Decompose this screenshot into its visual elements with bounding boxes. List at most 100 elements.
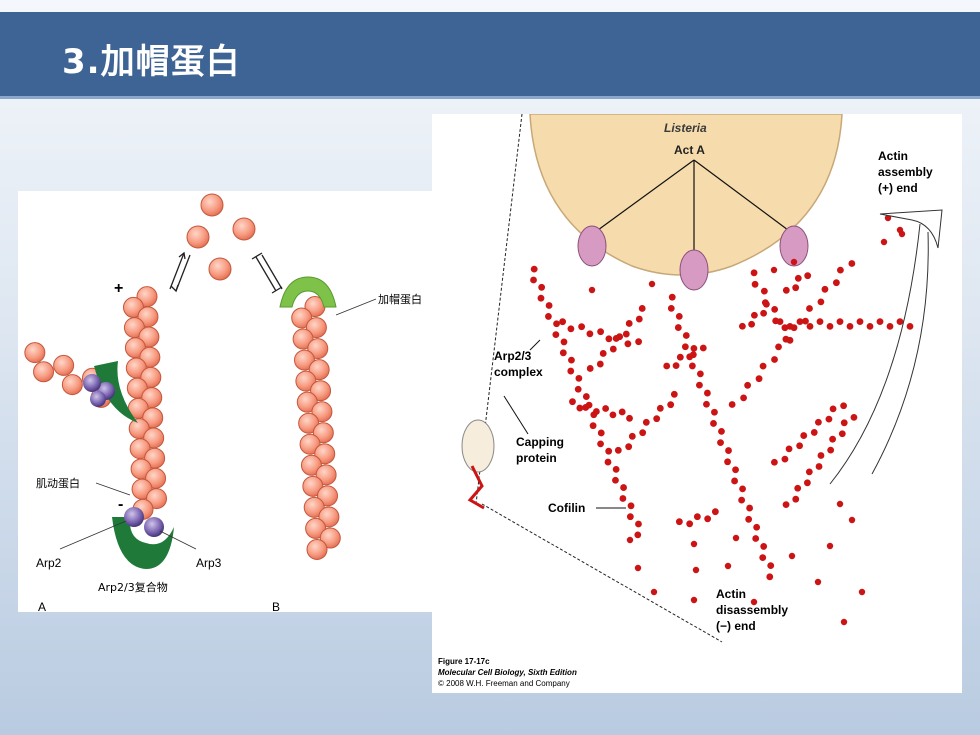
arp-complex-end — [112, 517, 174, 569]
actin-subunit — [605, 335, 613, 343]
actin-subunit — [775, 343, 782, 351]
assembly-arrow — [879, 209, 943, 249]
actin-subunit — [850, 413, 858, 421]
actin-subunit — [732, 534, 740, 542]
actin-subunit — [668, 293, 676, 301]
actin-subunit — [858, 588, 866, 596]
actin-subunit — [896, 318, 904, 326]
panel-a-label: A — [38, 600, 46, 612]
actin-subunit — [681, 343, 689, 351]
actin-subunit — [696, 370, 704, 378]
actin-subunit — [676, 353, 684, 361]
listeria-label: Listeria — [664, 121, 707, 135]
arp-subunit — [83, 374, 101, 392]
actin-subunit — [589, 422, 597, 430]
actin-subunit — [750, 598, 758, 606]
actin-subunit — [553, 320, 560, 328]
actin-subunit — [609, 411, 617, 419]
actin-subunit — [806, 322, 814, 330]
actin-subunit — [559, 349, 567, 357]
arp2-label: Arp2 — [36, 556, 62, 570]
actin-subunit — [586, 330, 594, 338]
actin-subunit — [295, 370, 317, 392]
actin-subunit — [800, 432, 808, 439]
actin-subunit — [605, 447, 613, 455]
actin-subunit — [827, 446, 835, 454]
actin-subunit — [305, 517, 327, 539]
zoom-line — [481, 503, 723, 643]
assembly-label-1: Actin — [878, 149, 908, 163]
actin-subunit — [796, 318, 804, 326]
actin-subunit — [618, 408, 626, 416]
actin-subunit — [816, 318, 824, 326]
actin-subunit — [699, 344, 707, 352]
title-bar: 3.加帽蛋白 — [0, 12, 980, 99]
actin-subunit — [805, 468, 813, 476]
actin-subunit — [794, 484, 802, 492]
actin-subunit — [750, 311, 758, 319]
actin-subunit — [24, 342, 46, 364]
actin-subunit — [585, 401, 593, 409]
actin-subunit — [560, 338, 568, 346]
actin-subunit — [302, 475, 324, 497]
actin-subunit — [567, 325, 575, 333]
actin-filament-b — [291, 296, 341, 560]
actin-subunit — [767, 562, 775, 569]
actin-subunit — [792, 284, 800, 292]
actin-subunit — [817, 298, 825, 306]
actin-subunit — [790, 258, 798, 266]
actin-subunit — [711, 408, 718, 416]
actin-subunit — [597, 440, 604, 448]
arp-complex-branch — [94, 361, 138, 423]
actin-subunit — [578, 323, 586, 331]
actin-subunit — [738, 496, 746, 504]
actin-subunit — [786, 336, 794, 344]
actin-subunit — [597, 328, 605, 336]
actin-subunit — [803, 479, 811, 487]
caption-2: Molecular Cell Biology, Sixth Edition — [438, 668, 577, 677]
actin-subunit — [602, 405, 610, 412]
actin-subunit — [586, 365, 594, 372]
actin-subunit — [760, 543, 768, 550]
actin-subunit — [33, 361, 55, 383]
actin-subunit — [746, 504, 754, 512]
actin-subunit — [634, 531, 642, 539]
actin-subunit — [639, 429, 647, 437]
actin-subunit — [829, 405, 837, 413]
actin-subunit — [625, 443, 633, 451]
capping-protein-label: 加帽蛋白 — [378, 292, 422, 306]
caption-3: © 2008 W.H. Freeman and Company — [438, 679, 570, 688]
minus-label: - — [118, 496, 123, 513]
right-figure: Listeria Act A Actin assembly (+) end Ar… — [432, 113, 962, 693]
actin-subunit — [609, 345, 617, 353]
actin-subunit — [717, 439, 724, 447]
actin-subunit — [597, 429, 605, 437]
actin-subunit — [530, 265, 538, 273]
actin-subunit — [626, 513, 634, 521]
actin-subunit — [624, 340, 632, 348]
actin-subunit — [836, 500, 844, 508]
act-a-proteins — [577, 225, 809, 291]
actin-label: 肌动蛋白 — [36, 476, 80, 490]
actin-subunit — [626, 414, 633, 422]
actin-subunit — [674, 324, 682, 331]
actin-subunit — [760, 287, 768, 295]
actin-subunit — [759, 362, 767, 370]
actin-subunit — [568, 356, 575, 364]
inset-tail — [467, 465, 485, 510]
actin-subunit — [306, 538, 328, 560]
actin-subunit — [627, 502, 635, 510]
actin-subunit — [837, 266, 844, 274]
assembly-label-3: (+) end — [878, 181, 918, 195]
actin-subunit — [667, 305, 675, 312]
actin-subunit — [696, 381, 703, 389]
capping-label-2: protein — [516, 451, 557, 465]
actin-subunit — [806, 305, 813, 312]
actin-subunit — [653, 415, 661, 423]
actin-subunit — [810, 429, 818, 436]
actin-subunit — [537, 294, 545, 302]
actin-subunit — [739, 485, 746, 493]
actin-subunit — [635, 338, 643, 346]
equilibrium-arrows — [169, 251, 283, 294]
arp-complex-label-2: complex — [494, 365, 543, 379]
